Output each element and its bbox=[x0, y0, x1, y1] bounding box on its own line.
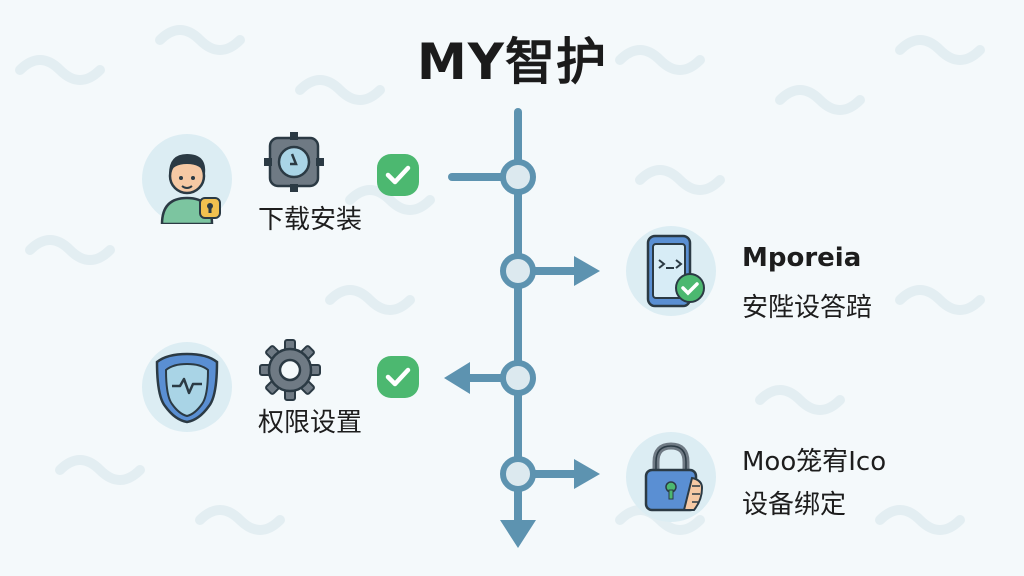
timeline-dot-4 bbox=[500, 456, 536, 492]
arrow-right-1 bbox=[574, 256, 600, 286]
step-2-node bbox=[626, 226, 716, 316]
timeline-dot-3 bbox=[500, 360, 536, 396]
page-title: MY智护 bbox=[417, 33, 607, 91]
step-3-label: 权限设置 bbox=[258, 408, 363, 438]
step-3-node bbox=[142, 342, 232, 432]
step-2-label: 安陛设答踣 bbox=[742, 293, 873, 323]
step-1-label: 下载安装 bbox=[258, 205, 363, 235]
gear-icon bbox=[259, 339, 321, 401]
shield-icon bbox=[155, 352, 219, 424]
timeline-dot-1 bbox=[500, 159, 536, 195]
step-4-title: Moo笼宥Ico bbox=[742, 447, 887, 477]
user-avatar-icon bbox=[160, 154, 221, 224]
check-icon bbox=[377, 356, 419, 398]
arrow-left-1 bbox=[444, 362, 470, 394]
spine-arrowhead bbox=[500, 520, 536, 548]
step-4-node bbox=[626, 432, 716, 522]
arrow-right-2 bbox=[574, 459, 600, 489]
step-1-node bbox=[142, 134, 232, 224]
step-2-title: Mporeia bbox=[742, 243, 862, 273]
lock-icon bbox=[644, 442, 704, 512]
phone-check-icon bbox=[646, 234, 705, 308]
timeline-dot-2 bbox=[500, 253, 536, 289]
step-4-label: 设备绑定 bbox=[742, 490, 847, 520]
settings-gear-icon bbox=[264, 132, 324, 192]
check-icon bbox=[377, 154, 419, 196]
